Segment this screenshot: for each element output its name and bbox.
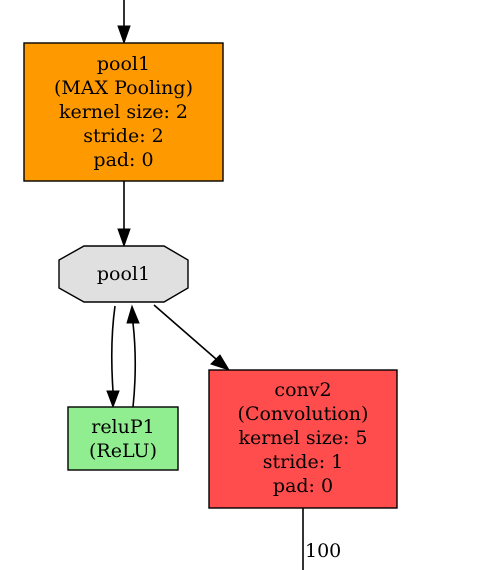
relup1-layer-box	[67, 406, 179, 471]
arrowhead-pool1-blob-to-conv2	[210, 354, 231, 371]
pool1-layer-name: pool1	[97, 53, 150, 75]
pool1-blob-label: pool1	[97, 263, 150, 285]
relup1-layer-node[interactable]: reluP1 (ReLU)	[67, 406, 179, 471]
pool1-blob-octagon	[58, 245, 189, 303]
pool1-layer-pad: pad: 0	[93, 149, 153, 171]
edge-pool1-blob-to-relup1	[110, 305, 116, 392]
conv2-layer-node[interactable]: conv2 (Convolution) kernel size: 5 strid…	[208, 369, 398, 509]
arrowhead-relup1-to-pool1-blob	[126, 304, 140, 324]
arrowhead-pool1-blob-to-relup1	[106, 390, 120, 409]
pool1-layer-type: (MAX Pooling)	[54, 77, 193, 99]
conv2-layer-stride: stride: 1	[263, 451, 343, 473]
pool1-layer-node[interactable]: pool1 (MAX Pooling) kernel size: 2 strid…	[23, 42, 224, 182]
edge-relup1-to-pool1-blob	[132, 322, 137, 408]
relup1-layer-type: (ReLU)	[89, 440, 157, 462]
conv2-layer-pad: pad: 0	[273, 475, 333, 497]
arrowhead-input-to-pool1	[117, 25, 131, 45]
pool1-layer-kernel-size: kernel size: 2	[59, 101, 188, 123]
conv2-layer-type: (Convolution)	[238, 403, 369, 425]
pool1-blob-node[interactable]: pool1	[58, 245, 189, 303]
pool1-layer-stride: stride: 2	[83, 125, 163, 147]
arrowhead-pool1-layer-to-blob	[117, 228, 131, 248]
conv2-layer-box	[208, 369, 398, 509]
conv2-layer-name: conv2	[274, 379, 331, 401]
edge-conv2-output-label: 100	[305, 540, 341, 562]
edge-pool1-blob-to-conv2	[153, 304, 217, 360]
conv2-layer-kernel-size: kernel size: 5	[238, 427, 367, 449]
relup1-layer-name: reluP1	[91, 416, 155, 438]
